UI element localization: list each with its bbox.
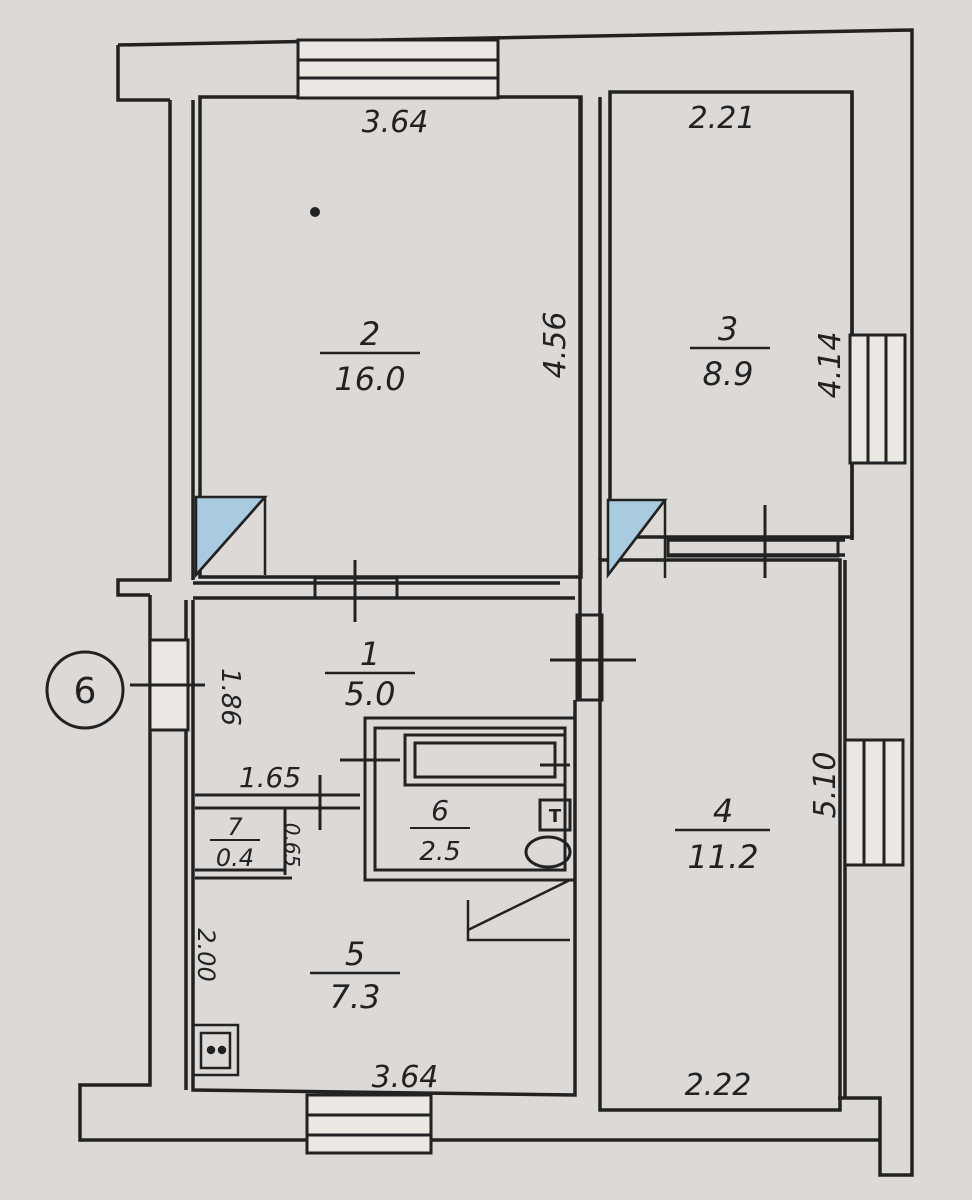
- svg-text:3: 3: [718, 310, 738, 348]
- ceiling-point: [310, 207, 320, 217]
- dimension-room5-bottom: 3.64: [372, 1060, 439, 1095]
- plan-marker-circle: [45, 650, 125, 730]
- dimension-room7-side: 0.65: [280, 823, 304, 868]
- dimension-room5-side: 2.00: [192, 928, 220, 981]
- toilet-tank: [538, 798, 572, 832]
- svg-text:7.3: 7.3: [330, 978, 381, 1016]
- doorway-marks: [130, 505, 840, 830]
- door-bath: [466, 900, 570, 942]
- toilet-tank-label: T: [549, 806, 562, 827]
- svg-text:6: 6: [431, 794, 449, 827]
- dimension-room3-top: 2.21: [689, 101, 756, 136]
- dimension-labels: 3.64 2.21 4.56 4.14 1.86 5.10 2.22 1.65 …: [192, 101, 848, 1103]
- window-top: [296, 38, 500, 100]
- dimension-room4-side: 5.10: [808, 752, 843, 819]
- room-1-label: 1 5.0: [325, 635, 415, 713]
- svg-text:7: 7: [227, 813, 243, 841]
- room-5-label: 5 7.3: [310, 935, 400, 1016]
- window-right-upper: [848, 333, 907, 465]
- dimension-room1-side: 1.86: [215, 668, 245, 726]
- dimension-room5-top: 1.65: [239, 761, 301, 794]
- window-right-lower: [843, 738, 905, 867]
- svg-text:2.5: 2.5: [419, 837, 460, 867]
- svg-text:11.2: 11.2: [687, 838, 758, 876]
- dimension-room3-side: 4.14: [813, 332, 848, 399]
- svg-text:5.0: 5.0: [345, 675, 396, 713]
- dimension-room2-side: 4.56: [538, 312, 573, 379]
- svg-text:8.9: 8.9: [703, 355, 754, 393]
- room-7-label: 7 0.4: [210, 813, 260, 872]
- room-4-label: 4 11.2: [675, 792, 770, 876]
- room-3-label: 3 8.9: [690, 310, 770, 393]
- window-bottom: [305, 1093, 433, 1155]
- toilet-bowl: [524, 835, 572, 869]
- svg-text:1: 1: [360, 635, 380, 673]
- bathtub: [403, 733, 567, 787]
- room-labels: 2 16.0 3 8.9 1 5.0 4 11.2 5 7.3 6 2.5: [210, 310, 770, 1016]
- svg-text:4: 4: [713, 792, 733, 830]
- svg-text:2: 2: [360, 315, 380, 353]
- dimension-room4-bottom: 2.22: [685, 1068, 752, 1103]
- plan-marker: 6: [74, 671, 97, 712]
- stove: [191, 1023, 240, 1077]
- storage-room: [195, 793, 465, 882]
- door-swings: [194, 495, 668, 942]
- room-6-label: 6 2.5: [410, 794, 470, 867]
- svg-text:5: 5: [345, 935, 365, 973]
- svg-text:0.4: 0.4: [216, 844, 254, 872]
- dimension-room2-top: 3.64: [362, 105, 429, 140]
- room-2-label: 2 16.0: [320, 315, 420, 398]
- svg-text:16.0: 16.0: [334, 360, 405, 398]
